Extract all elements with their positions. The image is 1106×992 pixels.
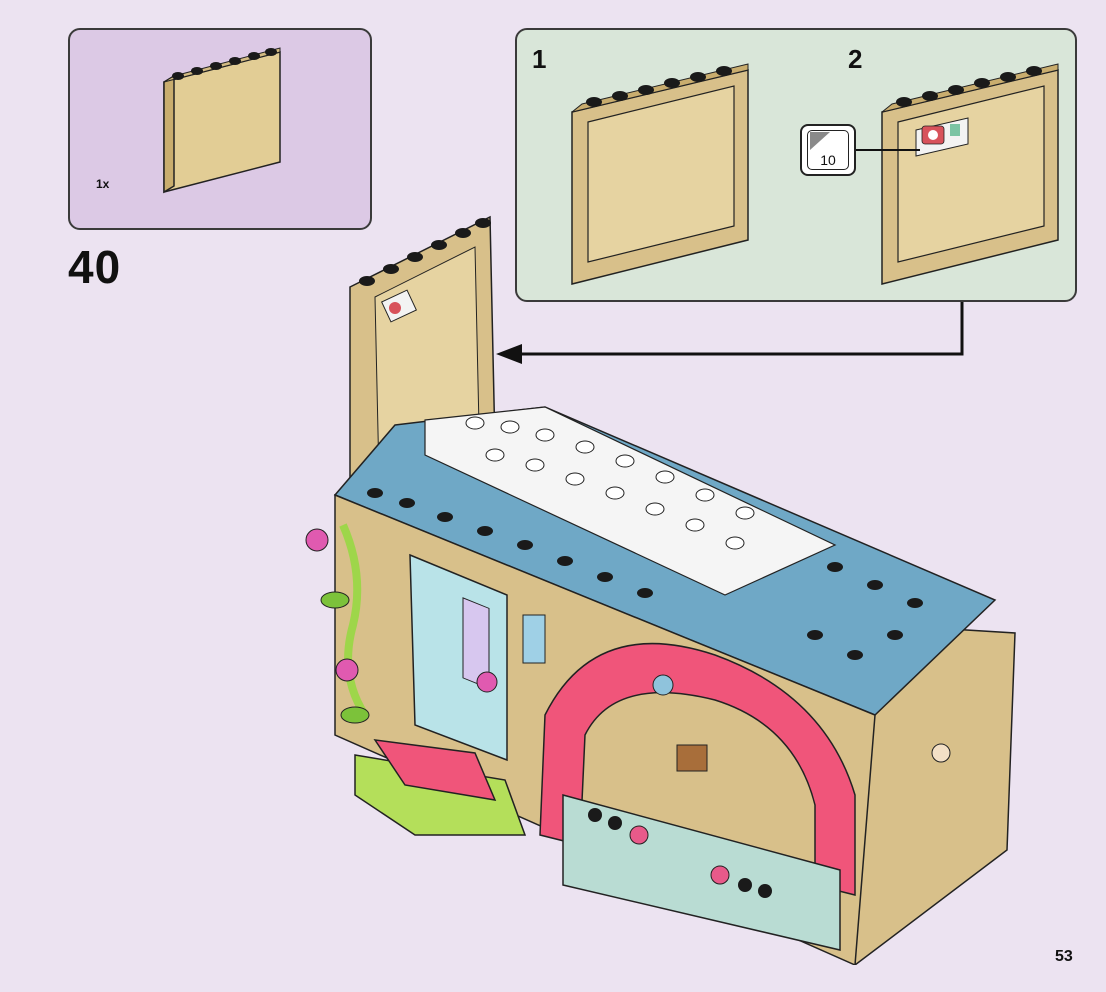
sticker-corner-icon bbox=[810, 132, 830, 150]
sub-step-1-number: 1 bbox=[532, 44, 546, 75]
sticker-number: 10 bbox=[802, 152, 854, 168]
main-build-illustration bbox=[295, 195, 1025, 965]
parts-quantity: 1x bbox=[96, 177, 109, 191]
page-number: 53 bbox=[1055, 948, 1073, 966]
sticker-badge: 10 bbox=[800, 124, 856, 176]
sticker-leader-line bbox=[856, 140, 926, 160]
sub-step-2-number: 2 bbox=[848, 44, 862, 75]
step-number: 40 bbox=[68, 240, 121, 294]
parts-tan-wall-panel bbox=[150, 40, 290, 210]
